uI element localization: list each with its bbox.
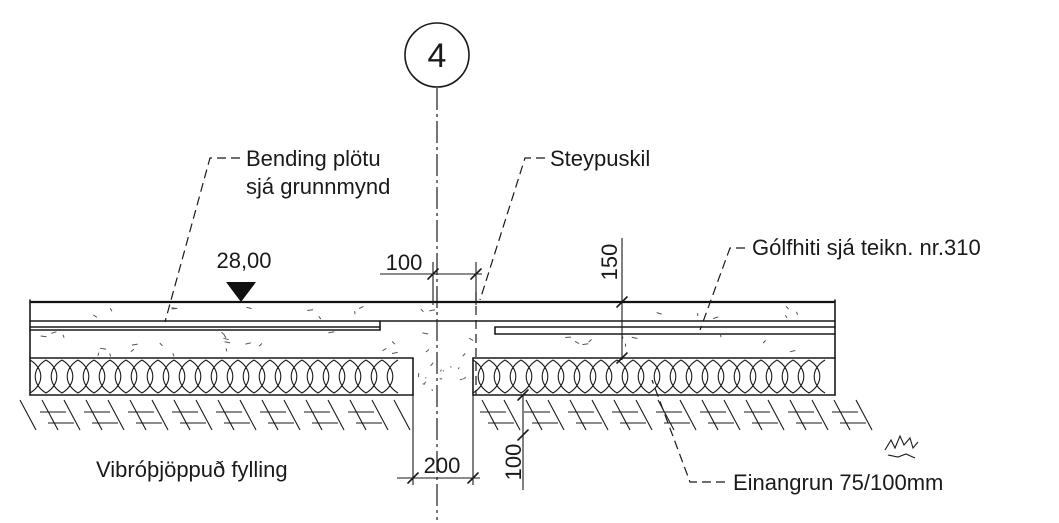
leader-einangrun bbox=[651, 379, 725, 483]
insulation-pattern-left bbox=[29, 359, 399, 394]
ground-hatch bbox=[19, 399, 873, 431]
scan-scribble bbox=[884, 434, 919, 459]
leader-bending bbox=[164, 157, 240, 323]
grid-marker-number: 4 bbox=[428, 37, 447, 75]
dim-footing-width: 200 bbox=[397, 395, 480, 485]
dim-top-offset-text: 100 bbox=[386, 250, 423, 275]
dim-footing-width-text: 200 bbox=[424, 453, 461, 478]
reinforcement-lines bbox=[29, 320, 836, 335]
dim-footing-depth: 100 bbox=[501, 389, 529, 490]
label-steypuskil: Steypuskil bbox=[550, 146, 650, 171]
level-value: 28,00 bbox=[216, 248, 271, 273]
label-einangrun: Einangrun 75/100mm bbox=[733, 470, 943, 495]
leader-golfhiti bbox=[699, 247, 745, 331]
dim-slab-thickness: 150 bbox=[597, 238, 628, 364]
label-vibro: Vibróþjöppuð fylling bbox=[96, 457, 288, 482]
dim-footing-depth-text: 100 bbox=[501, 444, 526, 481]
insulation-pattern-right bbox=[472, 359, 826, 394]
dim-slab-thickness-text: 150 bbox=[597, 244, 622, 281]
footing-outline bbox=[412, 357, 474, 396]
leader-steypuskil bbox=[479, 157, 545, 301]
label-bending-line2: sjá grunnmynd bbox=[246, 174, 390, 199]
dim-top-offset: 100 bbox=[380, 250, 482, 280]
grid-bubble: 4 bbox=[404, 22, 470, 88]
concrete-speckles bbox=[40, 305, 799, 391]
label-golfhiti: Gólfhiti sjá teikn. nr.310 bbox=[752, 235, 981, 260]
level-marker: 28,00 bbox=[216, 248, 272, 302]
label-bending-line1: Bending plötu bbox=[246, 146, 381, 171]
